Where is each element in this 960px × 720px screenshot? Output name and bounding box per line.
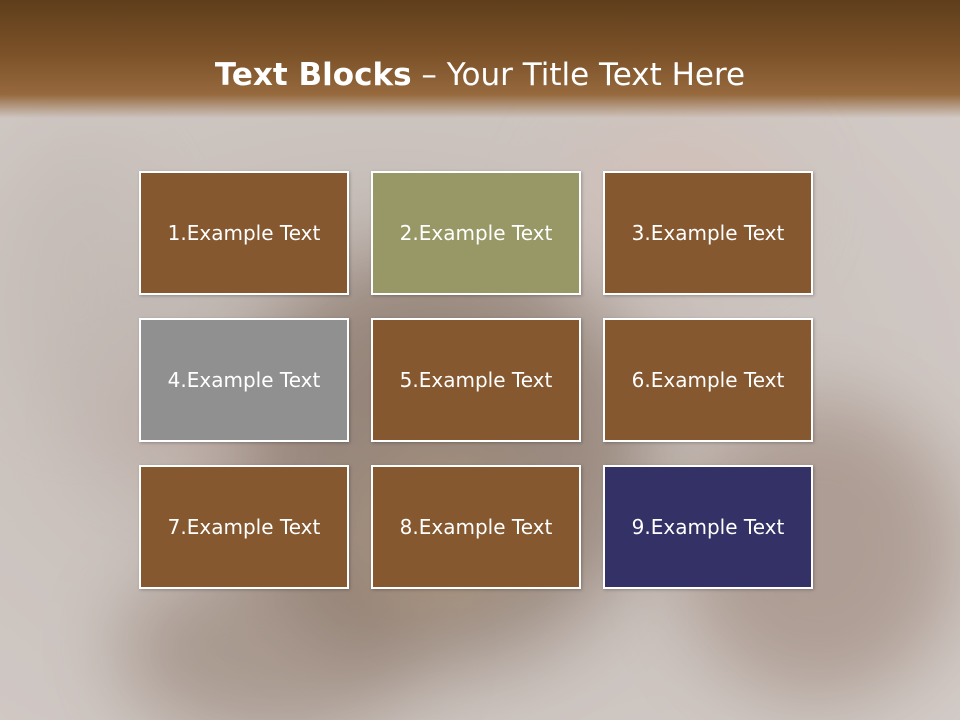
title-banner xyxy=(0,0,960,118)
text-block-3[interactable]: 3.Example Text xyxy=(603,171,813,295)
text-block-5[interactable]: 5.Example Text xyxy=(371,318,581,442)
text-block-6[interactable]: 6.Example Text xyxy=(603,318,813,442)
text-block-1[interactable]: 1.Example Text xyxy=(139,171,349,295)
title-rest: Your Title Text Here xyxy=(446,57,746,93)
slide-title: Text Blocks – Your Title Text Here xyxy=(0,52,960,98)
title-separator: – xyxy=(411,57,447,93)
text-block-2[interactable]: 2.Example Text xyxy=(371,171,581,295)
text-block-7[interactable]: 7.Example Text xyxy=(139,465,349,589)
title-bold: Text Blocks xyxy=(214,57,412,93)
text-block-4[interactable]: 4.Example Text xyxy=(139,318,349,442)
text-block-8[interactable]: 8.Example Text xyxy=(371,465,581,589)
text-block-9[interactable]: 9.Example Text xyxy=(603,465,813,589)
background-blur xyxy=(0,140,160,420)
